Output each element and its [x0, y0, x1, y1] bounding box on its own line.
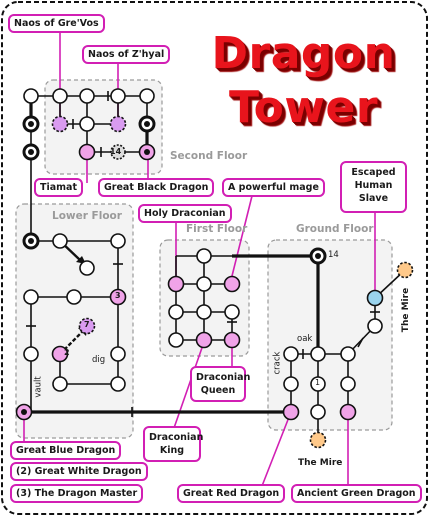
map-title-line2: Tower	[228, 82, 379, 133]
callout-naos-zhyal: Naos of Z'hyal	[82, 45, 171, 64]
callout-great-white-dragon: (2) Great White Dragon	[10, 462, 148, 481]
callout-draconian-king: Draconian King	[143, 426, 203, 462]
callout-great-blue-dragon: Great Blue Dragon	[10, 441, 122, 460]
callout-escaped-slave: Escaped Human Slave	[340, 161, 407, 213]
link-14-second-label: 14	[110, 147, 122, 156]
first-floor-label: First Floor	[186, 223, 248, 235]
the-mire-bottom-label: The Mire	[298, 458, 343, 468]
callout-great-black-dragon: Great Black Dragon	[98, 178, 215, 197]
door-ticks	[26, 91, 380, 417]
the-mire-right-label: The Mire	[401, 287, 412, 333]
oak-label: oak	[297, 334, 313, 344]
callout-naos-grevos: Naos of Gre'Vos	[8, 14, 105, 33]
callout-dragon-master: (3) The Dragon Master	[10, 484, 144, 503]
callout-powerful-mage: A powerful mage	[222, 178, 325, 197]
second-floor-label: Second Floor	[170, 150, 248, 162]
exit-rooms	[309, 261, 414, 449]
callout-tiamat: Tiamat	[34, 178, 83, 197]
callout-holy-draconian: Holy Draconian	[138, 204, 232, 223]
second-floor-area	[44, 79, 163, 175]
slave-room	[366, 289, 384, 307]
ground-floor-area	[267, 239, 393, 431]
lower-floor-label: Lower Floor	[52, 210, 122, 222]
callout-ancient-green-dragon: Ancient Green Dragon	[291, 484, 422, 503]
room-2-label: 2	[64, 348, 70, 357]
lower-floor-area	[15, 203, 134, 439]
room-1-label: 1	[315, 378, 321, 387]
crack-label: crack	[272, 351, 283, 375]
room-1	[310, 376, 326, 392]
map-title-line1: Dragon	[211, 28, 396, 79]
callout-draconian-queen: Draconian Queen	[190, 366, 250, 402]
dig-label: dig	[92, 355, 106, 365]
room-7-label: 7	[84, 320, 90, 329]
ground-floor-label: Ground Floor	[296, 223, 374, 235]
rooms	[23, 88, 383, 420]
callout-great-red-dragon: Great Red Dragon	[177, 484, 286, 503]
stair-rooms	[51, 115, 127, 335]
room-3-label: 3	[115, 291, 121, 300]
link-markers	[22, 115, 327, 265]
blue-dragon-dot	[21, 409, 27, 415]
link-14-ground-label: 14	[328, 250, 339, 260]
black-dragon-dot	[144, 149, 150, 155]
boss-rooms	[15, 143, 357, 421]
vault-label: vault	[33, 376, 44, 398]
